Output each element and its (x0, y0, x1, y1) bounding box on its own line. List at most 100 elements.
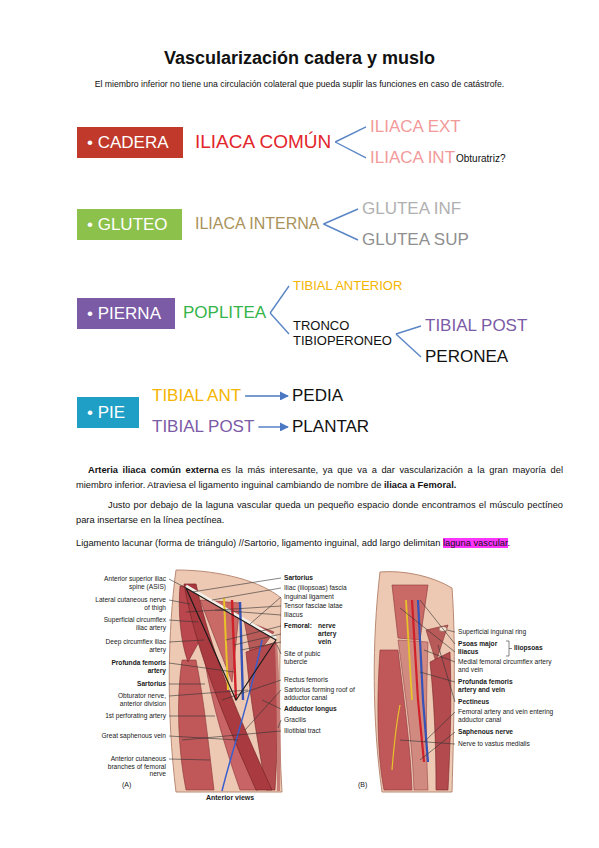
part-label: Adductor longus (284, 705, 337, 713)
artery-name: TIBIAL ANTERIOR (293, 279, 402, 294)
leader-line (400, 608, 455, 652)
part-label: Inguinal ligament (284, 593, 334, 601)
part-label: Sartorius forming roof of adductor canal (284, 686, 368, 701)
leader-line (400, 740, 455, 744)
artery-name: PLANTAR (292, 417, 369, 437)
leader-line (262, 700, 281, 709)
part-label: Rectus femoris (284, 676, 328, 684)
part-label: Great saphenous vein (94, 732, 166, 740)
leader-line (226, 626, 281, 640)
part-label: Deep circumflex iliac artery (94, 638, 166, 653)
artery-label: ILIACA INT (370, 148, 455, 168)
artery-name: ILIACA EXT (370, 117, 461, 137)
region-label: • PIERNA (87, 298, 161, 329)
skin-outline (374, 572, 454, 792)
figure-caption: Anterior views (180, 794, 280, 802)
leader-line (169, 600, 190, 604)
part-label: Femoral: (284, 622, 312, 630)
leader-line (420, 672, 455, 682)
artery-name: PERONEA (425, 347, 508, 367)
part-label: Superficial inguinal ring (458, 628, 526, 636)
ligament (186, 586, 276, 638)
vein (240, 602, 243, 700)
artery-label: GLUTEA SUP (362, 230, 469, 250)
artery-label: PEDIA (292, 386, 343, 406)
paragraph-text: Arteria iliaca común externa (88, 465, 219, 475)
artery-label: PERONEA (425, 347, 508, 367)
artery-name: GLUTEA SUP (362, 230, 469, 250)
artery-name: TIBIAL ANT (152, 386, 241, 406)
leader-line (169, 640, 204, 642)
leader-line (278, 720, 281, 728)
artery-label: TIBIAL ANTERIOR (293, 279, 402, 294)
leader-line (438, 645, 455, 702)
muscle (392, 585, 428, 640)
artery-name: POPLITEA (183, 303, 266, 323)
branch-line (270, 313, 289, 334)
leader-line (420, 600, 455, 644)
femoral-triangle (186, 588, 276, 700)
region-box: • GLUTEO (77, 209, 182, 240)
paragraph-text: Justo por debajo de la laguna vascular q… (76, 500, 563, 525)
leader-line (169, 663, 234, 672)
muscle (275, 642, 281, 791)
branch-line (323, 209, 358, 224)
nerve (392, 705, 400, 770)
leader-line (222, 680, 281, 700)
branch-line (335, 142, 366, 158)
figure-letter: (B) (358, 781, 367, 789)
leader-line (169, 759, 210, 760)
artery-label: POPLITEA (183, 303, 266, 323)
part-label: nerve (318, 622, 336, 630)
leader-line (186, 606, 281, 612)
artery-label: PLANTAR (292, 417, 369, 437)
part-label: Tensor fasciae latae (284, 602, 343, 610)
artery-name: GLUTEA INF (362, 199, 461, 219)
artery-name: TIBIAL POST (425, 316, 527, 336)
leader-line (212, 588, 281, 600)
leader-line (182, 731, 281, 740)
leader-line (277, 645, 281, 654)
artery-name: TRONCO TIBIOPERONEO (293, 319, 392, 349)
muscle (430, 652, 451, 790)
leader-line (420, 732, 455, 760)
vein (222, 640, 262, 791)
part-label: Sartorius (94, 680, 166, 688)
artery-name: TIBIAL POST (152, 417, 254, 437)
arrow (258, 426, 288, 427)
part-label: vein (318, 638, 331, 646)
part-label: artery (318, 630, 336, 638)
part-label: Anterior superior iliac spine (ASIS) (94, 575, 166, 590)
page-title: Vascularización cadera y muslo (0, 48, 599, 69)
part-label: Profunda femoris artery and vein (458, 678, 530, 693)
leader-line (192, 578, 281, 592)
artery-label: ILIACA EXT (370, 117, 461, 137)
artery-label: ILIACA COMÚN (195, 131, 331, 153)
leader-line (241, 642, 281, 650)
leader-line (245, 690, 281, 730)
paragraph-text: laguna vascular (443, 538, 508, 548)
branch-line (396, 326, 421, 334)
part-label: Nerve to vastus medialis (458, 740, 530, 748)
region-label: • PIE (87, 397, 125, 428)
branch-line (335, 127, 366, 142)
part-label: Iliac (iliopsoas) fascia (284, 584, 347, 592)
part-label: Superficial circumflex iliac artery (94, 616, 166, 631)
leader-line (424, 650, 455, 662)
leader-line (447, 630, 455, 632)
connectors (245, 127, 421, 427)
paragraph-text: iliaca a Femoral. (384, 480, 456, 490)
thigh-figure-b (374, 572, 454, 792)
branch-line (396, 334, 421, 357)
skin-outline (169, 570, 282, 792)
part-label: Iliacus (284, 611, 303, 619)
note: Obturatriz? (456, 153, 505, 165)
artery-name: ILIACA INTERNA (195, 215, 319, 233)
part-label: Lateral cutaneous nerve of thigh (94, 596, 166, 611)
leader-line (169, 620, 198, 622)
artery-label: GLUTEA INF (362, 199, 461, 219)
artery-label: TIBIAL POST (425, 316, 527, 336)
region-label: • CADERA (87, 127, 169, 158)
part-label: 1st perforating artery (94, 712, 166, 720)
